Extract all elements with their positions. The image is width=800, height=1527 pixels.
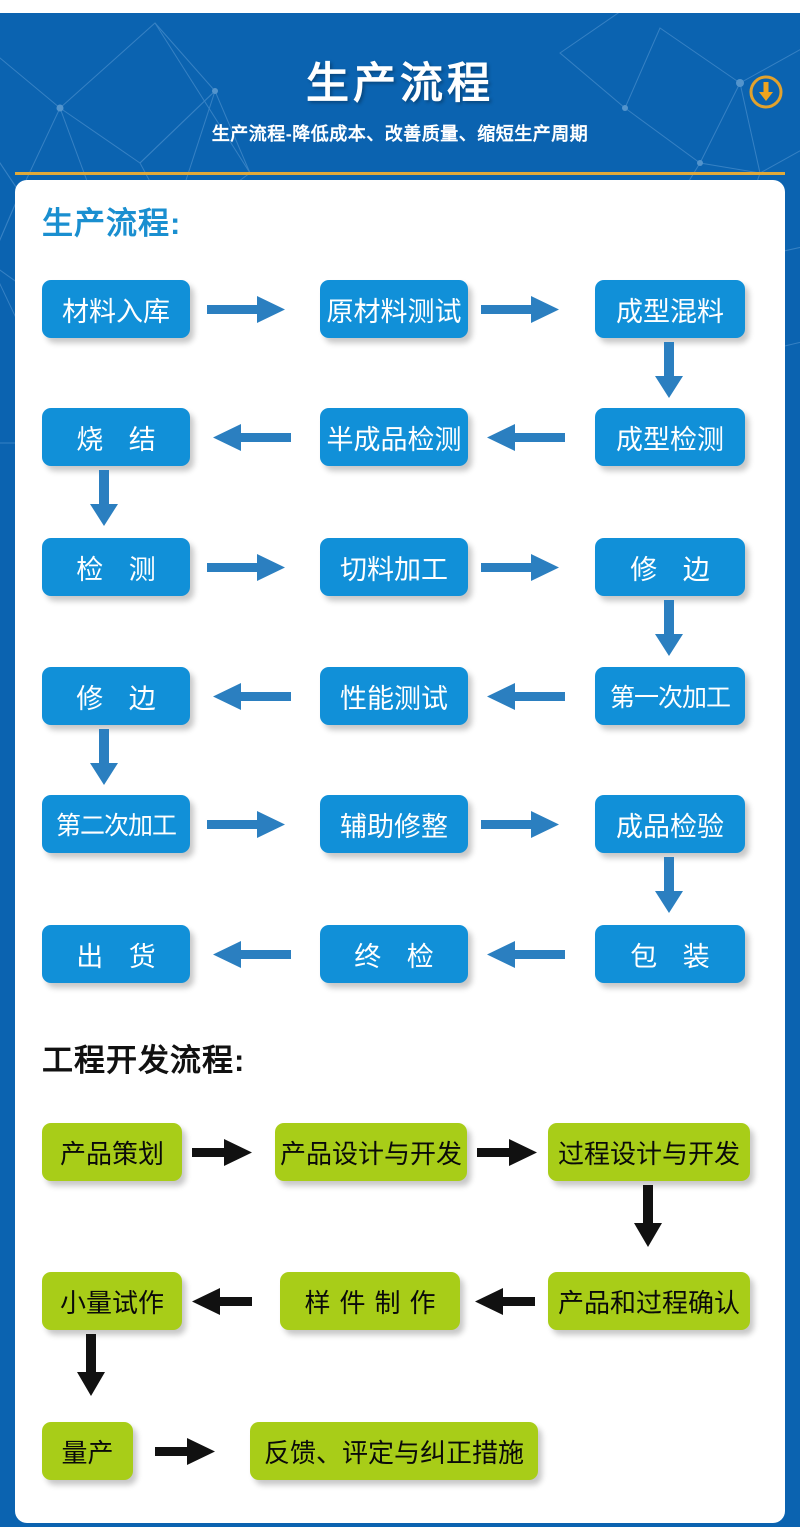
- gold-divider: [15, 172, 785, 175]
- flow-box-finished-inspection[interactable]: 成品检验: [595, 795, 745, 853]
- flow-box-packaging[interactable]: 包 装: [595, 925, 745, 983]
- flow-box-trimming-1[interactable]: 修 边: [595, 538, 745, 596]
- section-heading-engineering: 工程开发流程:: [42, 1043, 246, 1078]
- flow-box-raw-material-test[interactable]: 原材料测试: [320, 280, 468, 338]
- arrow-left-r2c1: [211, 423, 301, 453]
- arrow-right-g1c1: [190, 1138, 260, 1168]
- flow-box-final-inspection[interactable]: 终 检: [320, 925, 468, 983]
- arrow-left-g2c1: [190, 1287, 260, 1317]
- flow-box-sintering[interactable]: 烧 结: [42, 408, 190, 466]
- flow-box-inspection[interactable]: 检 测: [42, 538, 190, 596]
- flow-box-shipment[interactable]: 出 货: [42, 925, 190, 983]
- arrow-down-r2c1: [90, 468, 120, 530]
- arrow-down-g1c3: [634, 1183, 664, 1251]
- flow-box-second-processing[interactable]: 第二次加工: [42, 795, 190, 853]
- arrow-left-r2c2: [485, 423, 575, 453]
- arrow-right-g1c2: [475, 1138, 545, 1168]
- flow-box-cutting-processing[interactable]: 切料加工: [320, 538, 468, 596]
- content-card: 生产流程: 材料入库 原材料测试 成型混料 烧 结 半成品检测: [15, 180, 785, 1523]
- arrow-right-r1c1: [205, 295, 295, 325]
- flow-box-feedback-assessment-corrective[interactable]: 反馈、评定与纠正措施: [250, 1422, 538, 1480]
- flow-box-product-design-development[interactable]: 产品设计与开发: [275, 1123, 467, 1181]
- flow-box-sample-making[interactable]: 样件制作: [280, 1272, 460, 1330]
- flow-box-first-processing[interactable]: 第一次加工: [595, 667, 745, 725]
- flow-box-performance-test[interactable]: 性能测试: [320, 667, 468, 725]
- flow-box-trimming-2[interactable]: 修 边: [42, 667, 190, 725]
- arrow-left-r4c1: [211, 682, 301, 712]
- arrow-down-g2c1: [77, 1332, 107, 1400]
- arrow-left-r4c2: [485, 682, 575, 712]
- arrow-right-r5c2: [479, 810, 569, 840]
- arrow-right-r1c2: [479, 295, 569, 325]
- arrow-right-g3c1: [153, 1437, 223, 1467]
- arrow-left-g2c2: [473, 1287, 543, 1317]
- page-subtitle: 生产流程-降低成本、改善质量、缩短生产周期: [211, 124, 589, 144]
- flow-box-product-planning[interactable]: 产品策划: [42, 1123, 182, 1181]
- section-heading-production: 生产流程:: [42, 206, 182, 241]
- flow-box-small-batch-trial[interactable]: 小量试作: [42, 1272, 182, 1330]
- page-title: 生产流程: [306, 60, 494, 108]
- flow-box-process-design-development[interactable]: 过程设计与开发: [548, 1123, 750, 1181]
- arrow-down-r1c3: [655, 340, 685, 402]
- flow-box-auxiliary-trimming[interactable]: 辅助修整: [320, 795, 468, 853]
- flow-box-forming-inspection[interactable]: 成型检测: [595, 408, 745, 466]
- arrow-left-r6c1: [211, 940, 301, 970]
- arrow-left-r6c2: [485, 940, 575, 970]
- flow-box-semifinished-inspection[interactable]: 半成品检测: [320, 408, 468, 466]
- flow-box-material-warehousing[interactable]: 材料入库: [42, 280, 190, 338]
- flow-box-mass-production[interactable]: 量产: [42, 1422, 133, 1480]
- flow-box-product-process-validation[interactable]: 产品和过程确认: [548, 1272, 750, 1330]
- arrow-down-r3c3: [655, 598, 685, 660]
- page-header: 生产流程 生产流程-降低成本、改善质量、缩短生产周期: [0, 13, 800, 173]
- arrow-right-r3c1: [205, 553, 295, 583]
- arrow-down-r5c3: [655, 855, 685, 917]
- arrow-down-r4c1: [90, 727, 120, 789]
- flow-box-forming-mixture[interactable]: 成型混料: [595, 280, 745, 338]
- arrow-right-r3c2: [479, 553, 569, 583]
- arrow-right-r5c1: [205, 810, 295, 840]
- download-circle-icon[interactable]: [748, 74, 784, 110]
